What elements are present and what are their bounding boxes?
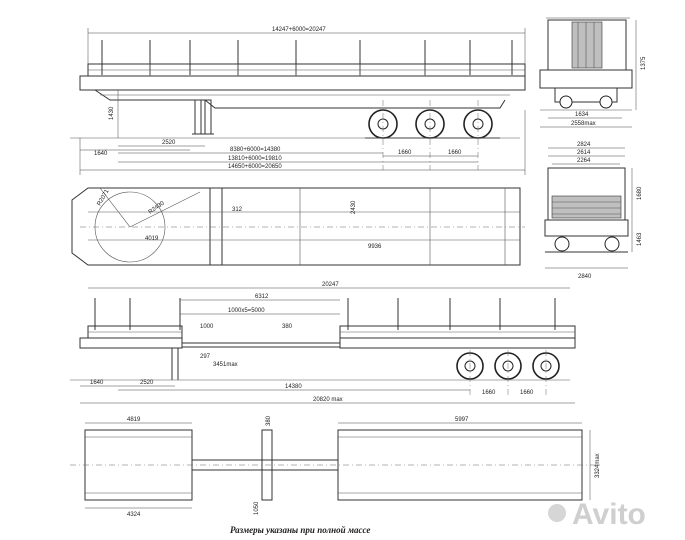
dim-top-4019: 4019 bbox=[145, 236, 159, 242]
dim-plan-5997: 5997 bbox=[455, 417, 469, 423]
dim-rear-1634: 1634 bbox=[575, 112, 589, 118]
dim-ext-1660a: 1660 bbox=[482, 390, 496, 396]
side-view: 14247+6000=20247 bbox=[70, 27, 526, 175]
dim-top-2430: 2430 bbox=[351, 200, 357, 214]
dim-rear-2558: 2558max bbox=[571, 121, 596, 127]
dim-height-side: 1375 bbox=[641, 56, 647, 70]
dim-ext-1640: 1640 bbox=[90, 380, 104, 386]
extended-side-view: 20247 6312 1000x5=5000 1000 380 297 3451… bbox=[70, 282, 576, 404]
dim-end-2264: 2264 bbox=[577, 158, 591, 164]
dim-ext-1000x5: 1000x5=5000 bbox=[228, 308, 265, 314]
dim-plan-1050: 1050 bbox=[254, 501, 260, 515]
dim-kingpin-height: 1430 bbox=[109, 106, 115, 120]
dim-ext-3451: 3451max bbox=[213, 362, 238, 368]
dim-ext-297: 297 bbox=[200, 354, 211, 360]
dim-end-1463: 1463 bbox=[637, 232, 643, 246]
dim-axle-spacing-2: 1660 bbox=[448, 150, 462, 156]
avito-watermark: Avito bbox=[548, 498, 646, 531]
dim-ext-1660b: 1660 bbox=[520, 390, 534, 396]
dim-end-2824: 2824 bbox=[577, 142, 591, 148]
avito-logo-icon bbox=[548, 504, 566, 522]
top-view: R2071 R2430 312 2430 4019 9936 bbox=[71, 187, 525, 266]
dim-plan-4324: 4324 bbox=[127, 512, 141, 518]
watermark-text: Avito bbox=[572, 498, 646, 531]
dim-front-overhang: 1640 bbox=[94, 151, 108, 157]
dim-overall-b: 13810+6000=19810 bbox=[228, 156, 282, 162]
dim-ext-20820: 20820 max bbox=[313, 397, 343, 403]
dim-top-312: 312 bbox=[232, 207, 243, 213]
dim-plan-380: 380 bbox=[266, 415, 272, 426]
plan-view: 4819 5997 380 1050 4324 3324max bbox=[70, 415, 601, 518]
dim-ext-2520: 2520 bbox=[140, 380, 154, 386]
dim-end-2614: 2614 bbox=[577, 150, 591, 156]
dim-ext-380: 380 bbox=[282, 324, 293, 330]
dim-first-axle: 8380+6000=14380 bbox=[230, 147, 281, 153]
dim-plan-3324: 3324max bbox=[595, 453, 601, 478]
drawing-caption: Размеры указаны при полной массе bbox=[230, 525, 370, 535]
dim-overall-c: 14650+6000=20650 bbox=[228, 164, 282, 170]
dim-kingpin-to-leg: 2520 bbox=[162, 140, 176, 146]
dim-end-1680: 1680 bbox=[637, 186, 643, 200]
dim-end-2840: 2840 bbox=[578, 274, 592, 280]
rear-view: 1375 1634 2558max bbox=[539, 17, 647, 128]
dim-top-9936: 9936 bbox=[368, 244, 382, 250]
dim-axle-spacing-1: 1660 bbox=[398, 150, 412, 156]
dim-ext-total: 20247 bbox=[322, 282, 339, 288]
dim-plan-4819: 4819 bbox=[127, 417, 141, 423]
dim-ext-1000: 1000 bbox=[200, 324, 214, 330]
dim-ext-14380: 14380 bbox=[285, 384, 302, 390]
end-view: 2824 2614 2264 1680 1463 2840 bbox=[544, 142, 643, 280]
dim-overall-length: 14247+6000=20247 bbox=[272, 27, 326, 33]
dim-ext-6312: 6312 bbox=[255, 294, 269, 300]
